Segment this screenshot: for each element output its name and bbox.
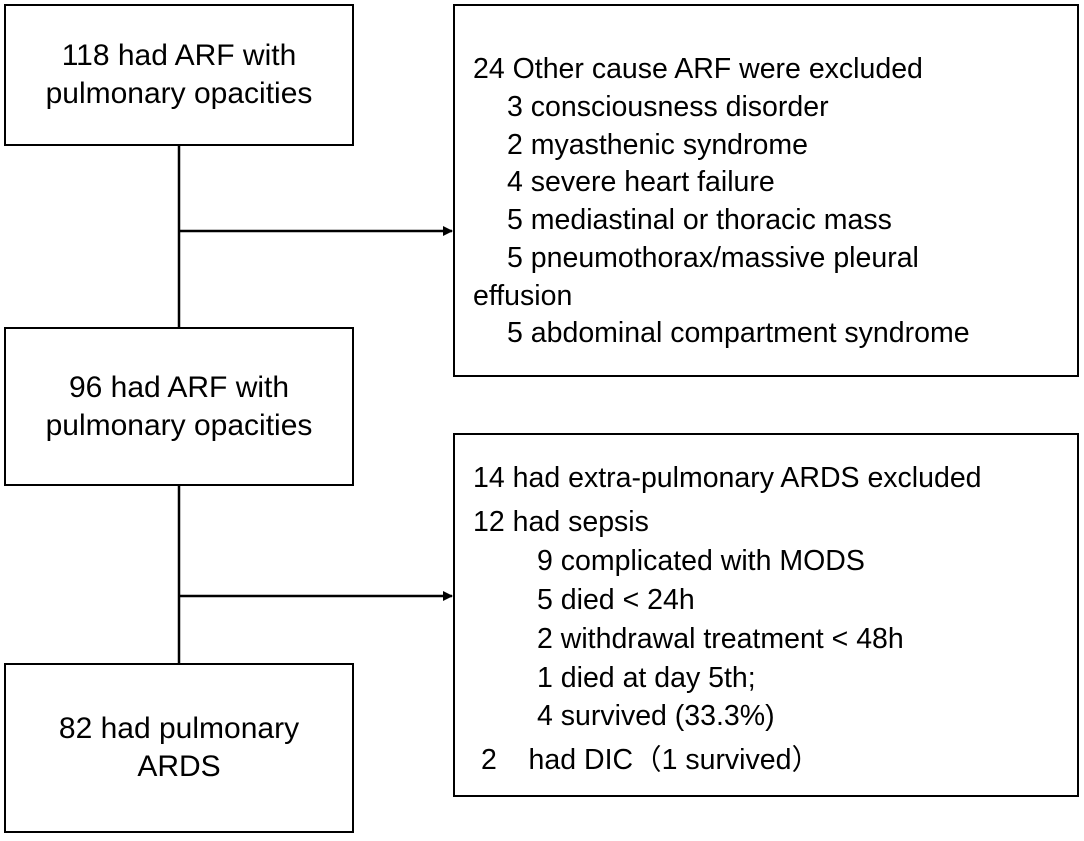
sepsis-item: 2 withdrawal treatment < 48h — [537, 623, 904, 655]
flow-box-final-cohort: 82 had pulmonary ARDS — [4, 663, 354, 833]
exclusion-box-extra-pulmonary: 14 had extra-pulmonary ARDS excluded 12 … — [453, 433, 1079, 797]
exclusion-item: 3 consciousness disorder — [507, 91, 829, 123]
exclusion-item: 2 myasthenic syndrome — [507, 129, 808, 161]
exclusion-item: 4 severe heart failure — [507, 166, 775, 198]
sepsis-item: 4 survived (33.3%) — [537, 700, 775, 732]
flow-box-intermediate-cohort: 96 had ARF with pulmonary opacities — [4, 327, 354, 486]
box-line: 82 had pulmonary — [58, 712, 300, 745]
box-line: pulmonary opacities — [45, 408, 313, 442]
exclusion-header: 14 had extra-pulmonary ARDS excluded — [473, 462, 982, 494]
sepsis-item: 9 complicated with MODS — [537, 545, 865, 577]
exclusion-item: 5 pneumothorax/massive pleural — [507, 242, 919, 274]
exclusion-header: 24 Other cause ARF were excluded — [473, 53, 923, 85]
box-line: ARDS — [137, 750, 221, 783]
sepsis-item: 5 died < 24h — [537, 584, 695, 616]
exclusion-item: 5 abdominal compartment syndrome — [507, 317, 970, 349]
exclusion-box-other-causes: 24 Other cause ARF were excluded 3 consc… — [453, 4, 1079, 377]
box-line: pulmonary opacities — [45, 77, 313, 110]
sepsis-item: 1 died at day 5th; — [537, 662, 756, 694]
exclusion-item: 5 mediastinal or thoracic mass — [507, 204, 892, 236]
dic-subheader: 2 had DIC（1 survived） — [481, 744, 820, 776]
flow-box-initial-cohort: 118 had ARF with pulmonary opacities — [4, 4, 354, 146]
sepsis-subheader: 12 had sepsis — [473, 506, 649, 538]
box-line: 96 had ARF with — [68, 370, 290, 404]
box-line: 118 had ARF with — [61, 39, 297, 72]
exclusion-item-continuation: effusion — [473, 280, 573, 312]
